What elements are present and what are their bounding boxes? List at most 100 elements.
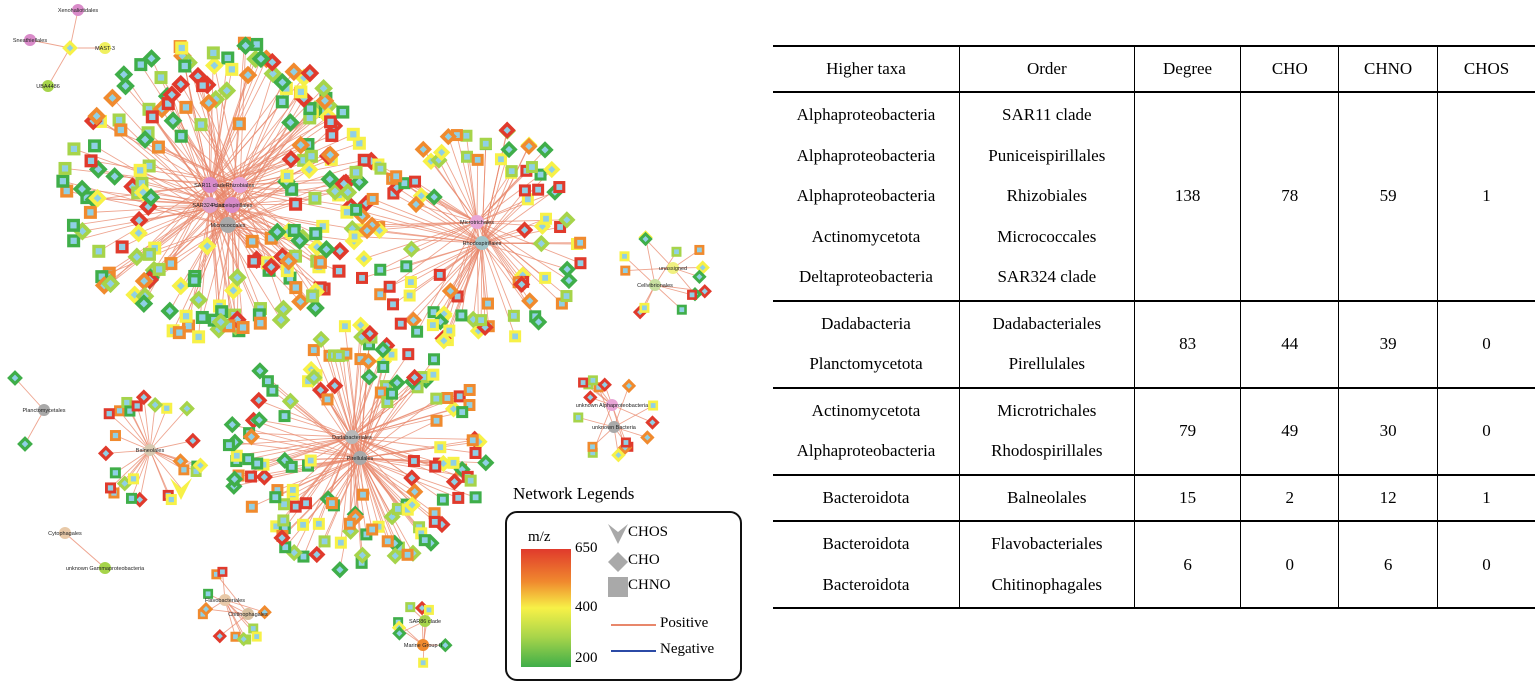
cho-node xyxy=(291,135,311,155)
edge-positive xyxy=(115,449,151,474)
chno-node xyxy=(115,240,129,254)
cho-node xyxy=(103,88,122,108)
cell-chos: 0 xyxy=(1437,387,1535,476)
chno-node xyxy=(179,309,193,323)
edge-positive xyxy=(94,145,229,226)
cho-node xyxy=(692,269,707,284)
cho-node xyxy=(212,628,228,644)
cho-node xyxy=(583,390,598,405)
chno-node xyxy=(245,234,259,248)
edge-positive xyxy=(248,436,353,460)
chno-node xyxy=(676,304,687,315)
edge-positive xyxy=(476,170,513,223)
chno-node xyxy=(304,454,317,467)
chno-node xyxy=(289,197,303,211)
chno-node xyxy=(84,154,98,168)
edge-positive xyxy=(73,148,233,206)
edge-positive xyxy=(447,136,478,223)
cho-node xyxy=(355,250,373,268)
edge-positive xyxy=(143,397,151,451)
cho-node xyxy=(363,216,381,234)
hub-label: Cytophagales xyxy=(48,531,82,537)
cho-node xyxy=(414,140,432,159)
edge-positive xyxy=(108,413,151,451)
chno-node xyxy=(250,37,264,51)
edge-positive xyxy=(209,204,261,324)
edge-positive xyxy=(228,436,353,446)
chno-node xyxy=(426,319,439,332)
edge-positive xyxy=(476,221,563,304)
hub-node xyxy=(419,615,431,627)
edge-positive xyxy=(257,436,353,464)
chno-node xyxy=(525,161,538,174)
cho-node xyxy=(300,63,320,83)
chno-node xyxy=(133,163,147,177)
chno-node xyxy=(318,535,331,548)
edge-positive xyxy=(318,436,353,524)
cell-chno: 6 xyxy=(1338,521,1438,609)
chno-node xyxy=(304,149,318,163)
cho-node xyxy=(205,56,224,75)
edge-positive xyxy=(481,169,553,244)
chno-node xyxy=(196,79,210,93)
header-order: Order xyxy=(958,45,1135,93)
hub-label: Micrococcales xyxy=(211,223,246,229)
chno-node xyxy=(620,265,631,276)
cho-node xyxy=(135,130,155,149)
cho-node xyxy=(326,377,344,395)
hub-label: Chitinophagales xyxy=(228,612,268,618)
cell-cho: 2 xyxy=(1240,474,1339,522)
hub-node xyxy=(608,421,620,433)
hub-node xyxy=(242,608,254,620)
cell-order-line: SAR11 clade xyxy=(1002,105,1092,124)
cell-higher-taxa-line: Dadabacteria xyxy=(821,313,911,333)
edge-positive xyxy=(466,156,478,223)
positive-line-icon xyxy=(611,624,656,626)
edge-positive xyxy=(354,236,483,244)
hub-label: Cellvibrionales xyxy=(637,283,673,289)
cell-order-line: Dadabacteriales xyxy=(992,313,1102,333)
chno-node xyxy=(145,110,159,124)
cell-higher-taxa-line: Bacteroidota xyxy=(822,574,910,594)
cho-node xyxy=(197,236,217,256)
legend-shape-chno: CHNO xyxy=(628,577,671,593)
chno-node xyxy=(539,271,552,284)
cho-node xyxy=(223,415,241,434)
chno-node xyxy=(178,464,190,476)
hub-label: Sneathiellales xyxy=(13,38,47,44)
cho-node xyxy=(403,469,421,487)
chno-node xyxy=(418,534,431,547)
chno-node xyxy=(409,175,422,188)
cho-node xyxy=(62,40,78,56)
edge-positive xyxy=(205,608,249,615)
chno-node xyxy=(142,247,156,261)
cho-node xyxy=(129,223,148,243)
edge-positive xyxy=(645,238,674,269)
chno-node xyxy=(587,447,598,458)
cho-node xyxy=(188,66,208,86)
cell-chos: 1 xyxy=(1437,92,1535,302)
chno-node xyxy=(261,375,274,388)
legend-box: m/z 650 400 200 CHOS CHO CHNO Positive N… xyxy=(505,511,742,681)
edge-positive xyxy=(359,457,380,527)
cho-node xyxy=(360,368,378,386)
cho-node xyxy=(445,473,464,491)
edge-positive xyxy=(393,193,483,244)
legend-title: Network Legends xyxy=(513,484,635,503)
hub-label: SAR86 clade xyxy=(409,619,441,625)
edge-positive xyxy=(359,457,435,514)
diamond-icon xyxy=(608,552,628,572)
cell-order-line: Balneolales xyxy=(1007,487,1087,507)
chno-node xyxy=(88,139,102,153)
cho-node xyxy=(359,352,378,370)
chno-node xyxy=(66,218,80,232)
cho-node xyxy=(432,143,451,161)
cell-higher-taxa-line: Alphaproteobacteria xyxy=(796,145,936,165)
cho-node xyxy=(7,370,23,386)
chno-node xyxy=(436,493,449,506)
hub-node xyxy=(606,399,618,411)
edge-positive xyxy=(351,436,475,440)
cho-node xyxy=(529,313,548,331)
cho-node xyxy=(228,268,247,287)
edge-positive xyxy=(409,242,483,296)
